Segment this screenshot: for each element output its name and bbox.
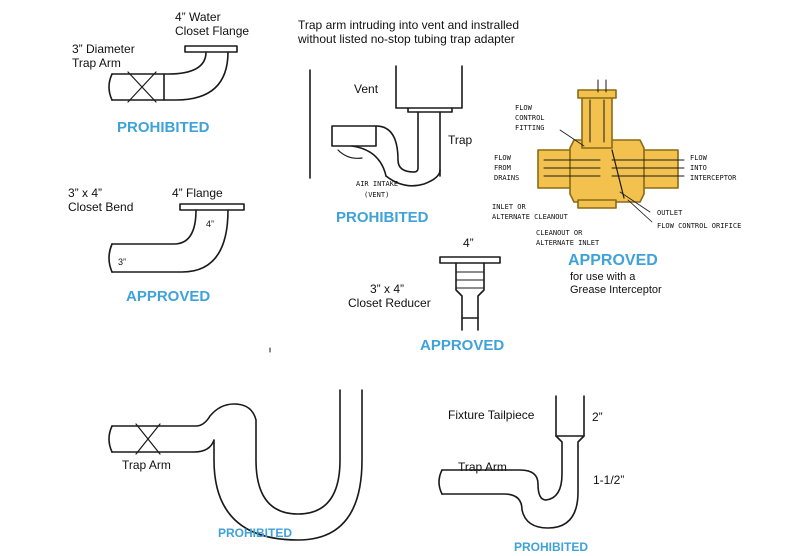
tailpiece-dim-1-5: 1-1/2”: [593, 473, 625, 487]
flow-control-fitting-1: FLOW: [515, 104, 532, 112]
flow-control-note-line2: Grease Interceptor: [570, 284, 662, 296]
tailpiece-status: PROHIBITED: [514, 540, 589, 554]
flow-control-fitting-2: CONTROL: [515, 114, 545, 122]
flow-into-interceptor-1: FLOW: [690, 154, 707, 162]
reducer-size-label: 3” x 4”: [370, 282, 405, 296]
tailpiece-trap-arm-label: Trap Arm: [458, 460, 507, 474]
s-trap-drawing: [108, 389, 363, 541]
closet-bend-dim-4: 4”: [206, 219, 215, 229]
tailpiece-label: Fixture Tailpiece: [448, 408, 535, 422]
vent-caption-line2: without listed no-stop tubing trap adapt…: [298, 32, 515, 46]
closet-bend-status: APPROVED: [126, 288, 211, 305]
s-trap-status: PROHIBITED: [218, 526, 293, 540]
flow-from-drains-3: DRAINS: [494, 174, 520, 182]
flow-control-status: APPROVED: [568, 252, 658, 269]
closet-bend-flange-label: 4” Flange: [172, 186, 223, 200]
vent-trap-drawing: [309, 65, 463, 187]
closet-bend-label: Closet Bend: [68, 200, 134, 214]
cleanout-inlet-2: ALTERNATE INLET: [536, 239, 600, 247]
s-trap-arm-label: Trap Arm: [122, 458, 171, 472]
trap-arm-label: Trap Arm: [72, 56, 121, 70]
air-intake-vent-label: (VENT): [364, 191, 390, 199]
closet-bend-drawing: [108, 203, 245, 273]
closet-reducer-drawing: [439, 256, 501, 331]
flange-label-line1: 4” Water: [175, 10, 221, 24]
flow-control-drawing: [537, 79, 685, 223]
cleanout-inlet-1: CLEANOUT OR: [536, 229, 583, 237]
air-intake-label: AIR INTAKE: [356, 180, 399, 188]
tailpiece-trap-drawing: [438, 395, 585, 529]
flow-into-interceptor-2: INTO: [690, 164, 707, 172]
trap-label: Trap: [448, 133, 473, 147]
inlet-cleanout-2: ALTERNATE CLEANOUT: [492, 213, 568, 221]
flow-from-drains-1: FLOW: [494, 154, 511, 162]
flow-control-note-line1: for use with a: [570, 271, 636, 283]
flange-label-line2: Closet Flange: [175, 24, 250, 38]
reducer-status: APPROVED: [420, 337, 505, 354]
closet-bend-size-label: 3” x 4”: [68, 186, 103, 200]
flow-control-fitting-3: FITTING: [515, 124, 545, 132]
trap-arm-diameter-label: 3” Diameter: [72, 42, 135, 56]
reducer-label: Closet Reducer: [348, 296, 431, 310]
vent-trap-status: PROHIBITED: [336, 209, 429, 226]
inlet-cleanout-1: INLET OR: [492, 203, 526, 211]
tailpiece-dim-2: 2”: [592, 410, 603, 424]
vent-label: Vent: [354, 82, 379, 96]
closet-bend-dim-3: 3”: [118, 257, 127, 267]
flow-into-interceptor-3: INTERCEPTOR: [690, 174, 737, 182]
closet-flange-status: PROHIBITED: [117, 119, 210, 136]
outlet-label: OUTLET: [657, 209, 683, 217]
reducer-dim-4: 4”: [463, 236, 474, 250]
flow-from-drains-2: FROM: [494, 164, 511, 172]
closet-flange-drawing: [108, 45, 238, 103]
vent-caption-line1: Trap arm intruding into vent and instral…: [298, 18, 520, 32]
flow-control-orifice-label: FLOW CONTROL ORIFICE: [657, 222, 742, 230]
